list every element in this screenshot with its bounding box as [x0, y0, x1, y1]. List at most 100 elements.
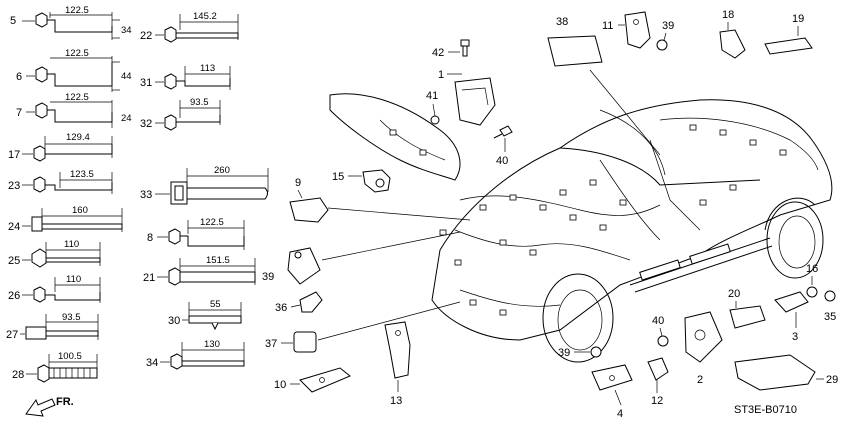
part-6: 6 122.5 44: [16, 48, 132, 92]
svg-text:27: 27: [6, 329, 18, 341]
part-16: 19: [764, 13, 813, 55]
svg-text:42: 42: [432, 47, 444, 59]
part-3: 3: [774, 291, 809, 343]
svg-text:28: 28: [12, 369, 24, 381]
part-25: 25 110: [8, 239, 101, 268]
svg-text:122.5: 122.5: [65, 92, 89, 103]
svg-text:11: 11: [602, 20, 613, 32]
svg-text:10: 10: [274, 379, 286, 391]
svg-text:151.5: 151.5: [206, 255, 230, 266]
svg-text:39: 39: [662, 20, 674, 32]
front-direction-arrow: FR.: [25, 396, 74, 417]
svg-text:FR.: FR.: [56, 396, 74, 408]
left-column-clips: 5 122.5 34 6 122.5 44 7: [6, 5, 132, 417]
svg-text:21: 21: [143, 272, 155, 284]
svg-text:129.4: 129.4: [66, 132, 90, 143]
svg-text:160: 160: [72, 205, 88, 216]
part-37: 39: [262, 231, 461, 285]
part-21: 21 151.5: [143, 255, 256, 286]
car-body: [329, 93, 833, 363]
part-38: 38: [547, 16, 661, 156]
svg-text:110: 110: [64, 239, 79, 250]
svg-text:22: 22: [140, 30, 152, 42]
svg-text:9: 9: [295, 177, 301, 189]
part-7: 7 122.5 24: [16, 92, 132, 128]
part-30: 30 55: [168, 299, 242, 331]
part-22: 22 145.2: [140, 11, 239, 43]
part-27: 27 93.5: [6, 312, 99, 341]
svg-text:39: 39: [262, 271, 274, 283]
part-12: 11: [602, 11, 651, 49]
svg-text:4: 4: [617, 408, 623, 420]
svg-text:24: 24: [121, 113, 132, 124]
part-19: 20: [728, 288, 766, 329]
part-10: 10: [274, 367, 351, 393]
svg-text:34: 34: [121, 25, 132, 36]
middle-column-clips: 22 145.2 31 113 32: [140, 11, 269, 370]
part-26: 26 110: [8, 274, 101, 303]
part-11: 12: [647, 357, 669, 407]
svg-text:23: 23: [8, 180, 20, 192]
part-39-lower: 39: [558, 346, 602, 359]
svg-text:12: 12: [651, 395, 663, 407]
part-42: 42: [432, 39, 470, 59]
svg-text:260: 260: [214, 165, 230, 176]
svg-text:40: 40: [496, 155, 508, 167]
part-17: 17 129.4: [8, 132, 113, 162]
svg-text:13: 13: [390, 395, 402, 407]
svg-text:44: 44: [121, 71, 132, 82]
svg-text:123.5: 123.5: [70, 169, 94, 180]
svg-text:3: 3: [792, 331, 798, 343]
part-31: 31 113: [140, 63, 231, 90]
part-32: 32 93.5: [140, 97, 221, 131]
part-20: 29: [734, 354, 838, 391]
part-41: 41: [426, 90, 440, 125]
svg-text:36: 36: [275, 302, 287, 314]
part-18: 15: [332, 169, 391, 193]
svg-text:40: 40: [652, 315, 664, 327]
part-29: 35: [824, 290, 836, 323]
svg-text:113: 113: [200, 63, 215, 74]
svg-text:31: 31: [140, 77, 152, 89]
svg-text:8: 8: [147, 232, 153, 244]
svg-text:26: 26: [8, 290, 20, 302]
part-40-lower: 40: [652, 315, 669, 347]
svg-text:110: 110: [66, 274, 81, 285]
part-14: 16: [806, 263, 818, 298]
svg-text:122.5: 122.5: [65, 5, 89, 16]
part-33: 33 260: [140, 165, 269, 205]
svg-text:39: 39: [558, 347, 570, 359]
svg-text:93.5: 93.5: [190, 97, 209, 108]
part-1: 1: [438, 69, 496, 126]
part-4: 4: [591, 364, 633, 420]
svg-text:130: 130: [204, 339, 220, 350]
svg-text:37: 37: [265, 338, 277, 350]
part-24: 24 160: [8, 205, 123, 233]
svg-text:18: 18: [722, 9, 734, 21]
part-23: 23 123.5: [8, 169, 113, 194]
svg-text:1: 1: [438, 69, 444, 81]
svg-text:32: 32: [140, 118, 152, 130]
diagram-code: ST3E-B0710: [734, 404, 797, 416]
svg-text:7: 7: [16, 107, 22, 119]
svg-text:100.5: 100.5: [58, 351, 82, 362]
svg-text:19: 19: [792, 13, 804, 25]
svg-text:17: 17: [8, 149, 20, 161]
svg-text:122.5: 122.5: [200, 217, 224, 228]
svg-text:38: 38: [556, 16, 568, 28]
svg-text:20: 20: [728, 288, 740, 300]
svg-text:93.5: 93.5: [62, 312, 81, 323]
part-28: 28 100.5: [12, 351, 98, 383]
svg-text:6: 6: [16, 71, 22, 83]
svg-text:41: 41: [426, 90, 438, 102]
svg-text:25: 25: [8, 255, 20, 267]
part-13: 13: [384, 321, 411, 407]
svg-text:5: 5: [10, 15, 16, 27]
svg-text:33: 33: [140, 189, 152, 201]
part-34: 34 130: [146, 339, 245, 370]
svg-text:55: 55: [210, 299, 221, 310]
svg-text:34: 34: [146, 357, 158, 369]
part-39-upper: 39: [656, 20, 674, 51]
part-15: 18: [719, 9, 746, 59]
